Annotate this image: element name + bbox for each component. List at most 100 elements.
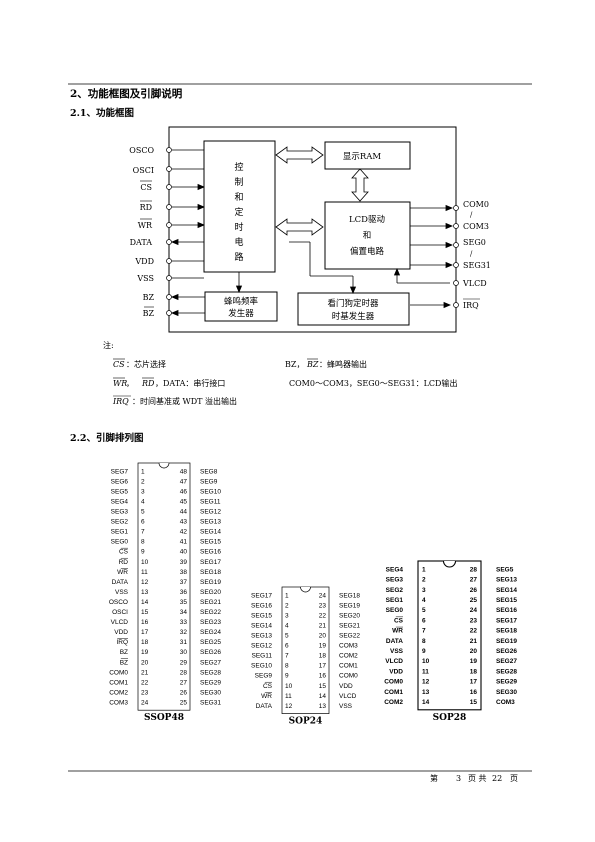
pin-name-right: SEG24	[200, 629, 221, 636]
control-timing-block	[203, 140, 276, 273]
pin-name-right: VDD	[339, 683, 353, 690]
pin-number: 14	[319, 693, 327, 700]
note-serial-desc: ，DATA：串行接口	[155, 378, 225, 388]
pin-name-right: SEG9	[200, 478, 218, 485]
pin-number: 8	[141, 539, 145, 546]
pin-label-osci: OSCI	[133, 166, 154, 175]
pin-label-data: DATA	[130, 238, 153, 247]
pin-name-right: SEG27	[496, 658, 517, 665]
pin-name-right: COM3	[339, 643, 358, 650]
pin-name-left: DATA	[386, 638, 403, 645]
pin-name-right: SEG29	[496, 679, 517, 686]
pin-name-left: VDD	[114, 629, 128, 636]
pin-number: 23	[141, 689, 149, 696]
pin-name-right: SEG26	[496, 648, 517, 655]
pin-name-left: SEG2	[111, 519, 129, 526]
display-ram-block	[324, 141, 411, 170]
package-name: SOP24	[289, 717, 323, 727]
pin-name-right: SEG19	[339, 602, 360, 609]
pin-name-left: SEG4	[386, 566, 404, 573]
pin-label-vlcd: VLCD	[462, 279, 487, 288]
pin-number: 25	[180, 699, 188, 706]
pin-name-left: DATA	[112, 579, 129, 586]
pin-name-right: SEG23	[200, 619, 221, 626]
package-name: SSOP48	[144, 713, 184, 723]
pin-name-left: SEG9	[255, 673, 273, 680]
pin-name-left: CS	[263, 683, 273, 690]
pin-number: 33	[180, 619, 188, 626]
pin-number: 38	[180, 569, 188, 576]
subsection-block-diagram: 2.1、功能框图	[70, 107, 134, 119]
pin-name-left: SEG0	[111, 539, 129, 546]
pin-name-left: SEG11	[252, 653, 273, 660]
pin-name-right: SEG22	[200, 609, 221, 616]
pin-number: 4	[141, 498, 145, 505]
pin-name-left: VLCD	[111, 619, 129, 626]
pin-name-left: DATA	[256, 703, 273, 710]
pin-name-left: SEG17	[251, 592, 272, 599]
note-bz: BZ，	[285, 360, 304, 369]
note-wr: WR	[113, 379, 127, 388]
pin-name-left: COM2	[384, 699, 403, 706]
pin-number: 18	[319, 653, 327, 660]
pin-name-right: SEG17	[200, 559, 221, 566]
pin-number: 43	[180, 519, 188, 526]
pin-name-right: SEG20	[200, 589, 221, 596]
pin-number: 20	[141, 659, 149, 666]
pin-number: 1	[141, 468, 145, 475]
pin-name-right: SEG30	[496, 689, 517, 696]
pin-name-left: VLCD	[385, 658, 403, 665]
pin-name-right: SEG11	[200, 498, 221, 505]
pin-name-right: SEG28	[496, 668, 517, 675]
pin-number: 7	[285, 653, 289, 660]
pin-number: 36	[180, 589, 188, 596]
pin-number: 5	[141, 509, 145, 516]
footer-text: 页	[510, 774, 518, 783]
pin-name-left: SEG1	[386, 597, 404, 604]
pin-name-right: VSS	[339, 703, 353, 710]
pin-number: 34	[180, 609, 188, 616]
pin-number: 19	[470, 658, 478, 665]
pin-name-right: SEG19	[200, 579, 221, 586]
pin-number: 19	[141, 649, 149, 656]
pin-name-left: SEG14	[251, 622, 272, 629]
pin-number: 7	[141, 529, 145, 536]
pin-name-right: VLCD	[339, 693, 357, 700]
pin-name-right: SEG22	[339, 633, 360, 640]
pin-number: 21	[470, 638, 478, 645]
pin-number: 28	[180, 669, 188, 676]
control-char: 时	[234, 221, 243, 233]
pin-number: 9	[422, 648, 426, 655]
pin-name-left: CS	[394, 617, 404, 624]
notes-head: 注:	[103, 340, 114, 350]
pin-name-right: SEG15	[496, 597, 517, 604]
pin-number: 42	[180, 529, 188, 536]
pin-name-right: SEG18	[339, 592, 360, 599]
pin-number: 22	[470, 628, 478, 635]
bus-arrow-control-lcd	[275, 218, 324, 236]
footer-text: 页 共	[468, 774, 487, 783]
block-diagram: OSCO OSCI CS RD WR DATA VDD VSS BZ BZ	[129, 126, 491, 333]
note-cs-desc: ：芯片选择	[126, 359, 166, 369]
pin-name-left: VSS	[115, 589, 129, 596]
pin-name-right: SEG5	[496, 566, 514, 573]
pin-number: 5	[285, 633, 289, 640]
pin-number: 14	[141, 599, 149, 606]
pin-number: 12	[285, 703, 293, 710]
pin-number: 25	[470, 597, 478, 604]
lcd-label-3: 偏置电路	[350, 246, 385, 257]
pin-name-left: SEG12	[251, 643, 272, 650]
pin-label-vdd: VDD	[134, 257, 154, 266]
pin-number: 2	[141, 478, 145, 485]
pin-number: 16	[141, 619, 149, 626]
control-char: 定	[234, 206, 243, 218]
pin-number: 13	[319, 703, 327, 710]
pin-label-bz-bar: BZ	[143, 309, 155, 318]
note-bz-bar: BZ	[306, 360, 319, 369]
pin-number: 15	[319, 683, 327, 690]
pin-number: 14	[422, 699, 430, 706]
pin-number: 2	[285, 602, 289, 609]
pin-name-left: SEG3	[111, 509, 129, 516]
pin-name-left: SEG3	[386, 577, 404, 584]
